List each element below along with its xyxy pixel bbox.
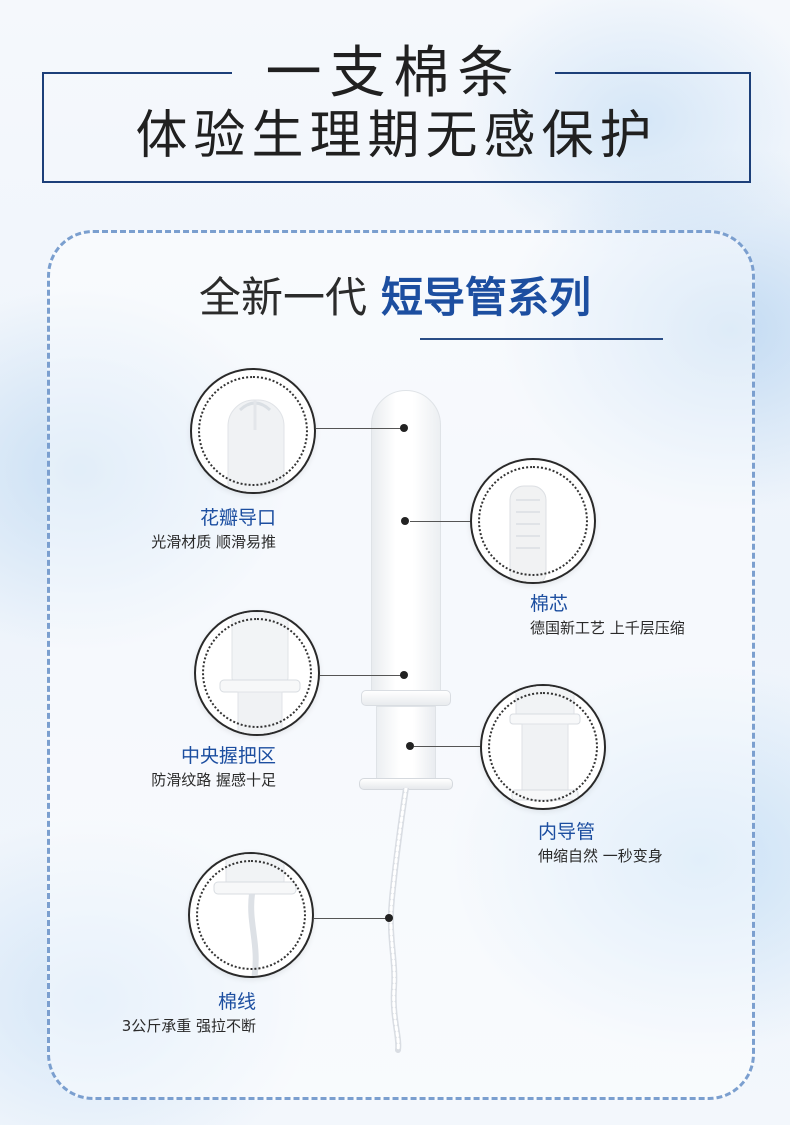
string-title: 棉线 bbox=[217, 991, 256, 1013]
petal-tip-leader bbox=[316, 428, 404, 430]
grip-zone-closeup-icon bbox=[194, 610, 320, 736]
title-frame-top-left bbox=[42, 72, 232, 74]
series-heading: 全新一代短导管系列 bbox=[0, 273, 790, 323]
grip-dot bbox=[400, 671, 408, 679]
inner-tube-leader bbox=[414, 746, 480, 748]
petal-tip-title: 花瓣导口 bbox=[199, 507, 276, 529]
inner-tube-title: 内导管 bbox=[538, 821, 596, 843]
tampon-string-icon bbox=[387, 788, 409, 1053]
title-frame bbox=[42, 73, 751, 183]
tampon-grip-ring bbox=[361, 690, 451, 706]
grip-desc: 防滑纹路 握感十足 bbox=[151, 771, 276, 789]
page-subtitle: 体验生理期无感保护 bbox=[135, 106, 658, 166]
cotton-core-closeup-icon bbox=[470, 458, 596, 584]
core-leader bbox=[410, 521, 470, 523]
grip-title: 中央握把区 bbox=[180, 745, 276, 767]
string-desc: 3公斤承重 强拉不断 bbox=[121, 1017, 256, 1035]
series-highlight: 短导管系列 bbox=[381, 273, 592, 322]
tampon-inner-tube bbox=[376, 706, 436, 780]
string-closeup-icon bbox=[188, 852, 314, 978]
core-desc: 德国新工艺 上千层压缩 bbox=[530, 619, 685, 637]
tampon-applicator-outer bbox=[371, 390, 441, 700]
inner-tube-desc: 伸缩自然 一秒变身 bbox=[538, 847, 663, 865]
inner-tube-closeup-icon bbox=[480, 684, 606, 810]
series-prefix: 全新一代 bbox=[198, 273, 367, 322]
petal-tip-closeup-icon bbox=[190, 368, 316, 494]
grip-leader bbox=[320, 675, 404, 677]
core-dot bbox=[401, 517, 409, 525]
title-frame-top-right bbox=[555, 72, 751, 74]
string-dot bbox=[385, 914, 393, 922]
inner-tube-dot bbox=[406, 742, 414, 750]
core-title: 棉芯 bbox=[530, 593, 569, 615]
string-leader bbox=[314, 918, 388, 920]
petal-tip-desc: 光滑材质 顺滑易推 bbox=[151, 533, 276, 551]
petal-tip-dot bbox=[400, 424, 408, 432]
series-underline bbox=[420, 338, 663, 340]
page-title: 一支棉条 bbox=[265, 41, 522, 106]
